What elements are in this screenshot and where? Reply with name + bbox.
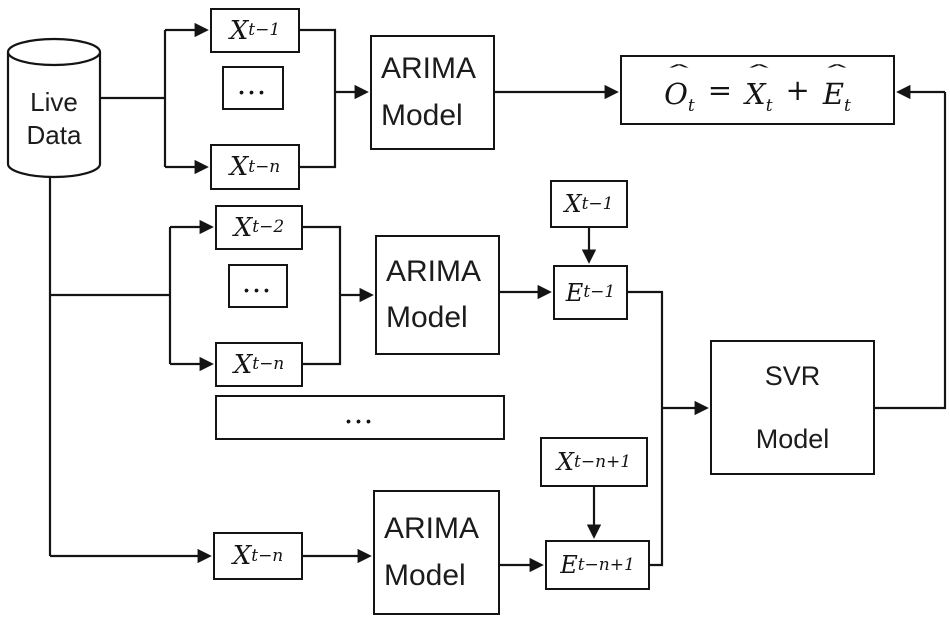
live-data-label: Live Data [26,87,82,150]
svr-model-box: SVR Model [710,340,875,475]
live-data-cylinder-icon [6,37,102,179]
arima-model-box-bottom: ARIMA Model [373,490,500,615]
arima-model-box-middle: ARIMA Model [375,235,500,355]
top-lag-ellipsis-box: … [222,66,284,110]
mid-lag-ellipsis-box: … [228,264,288,308]
repeated-branches-ellipsis-box: … [215,395,505,440]
arima-model-box-top: ARIMA Model [370,35,495,150]
